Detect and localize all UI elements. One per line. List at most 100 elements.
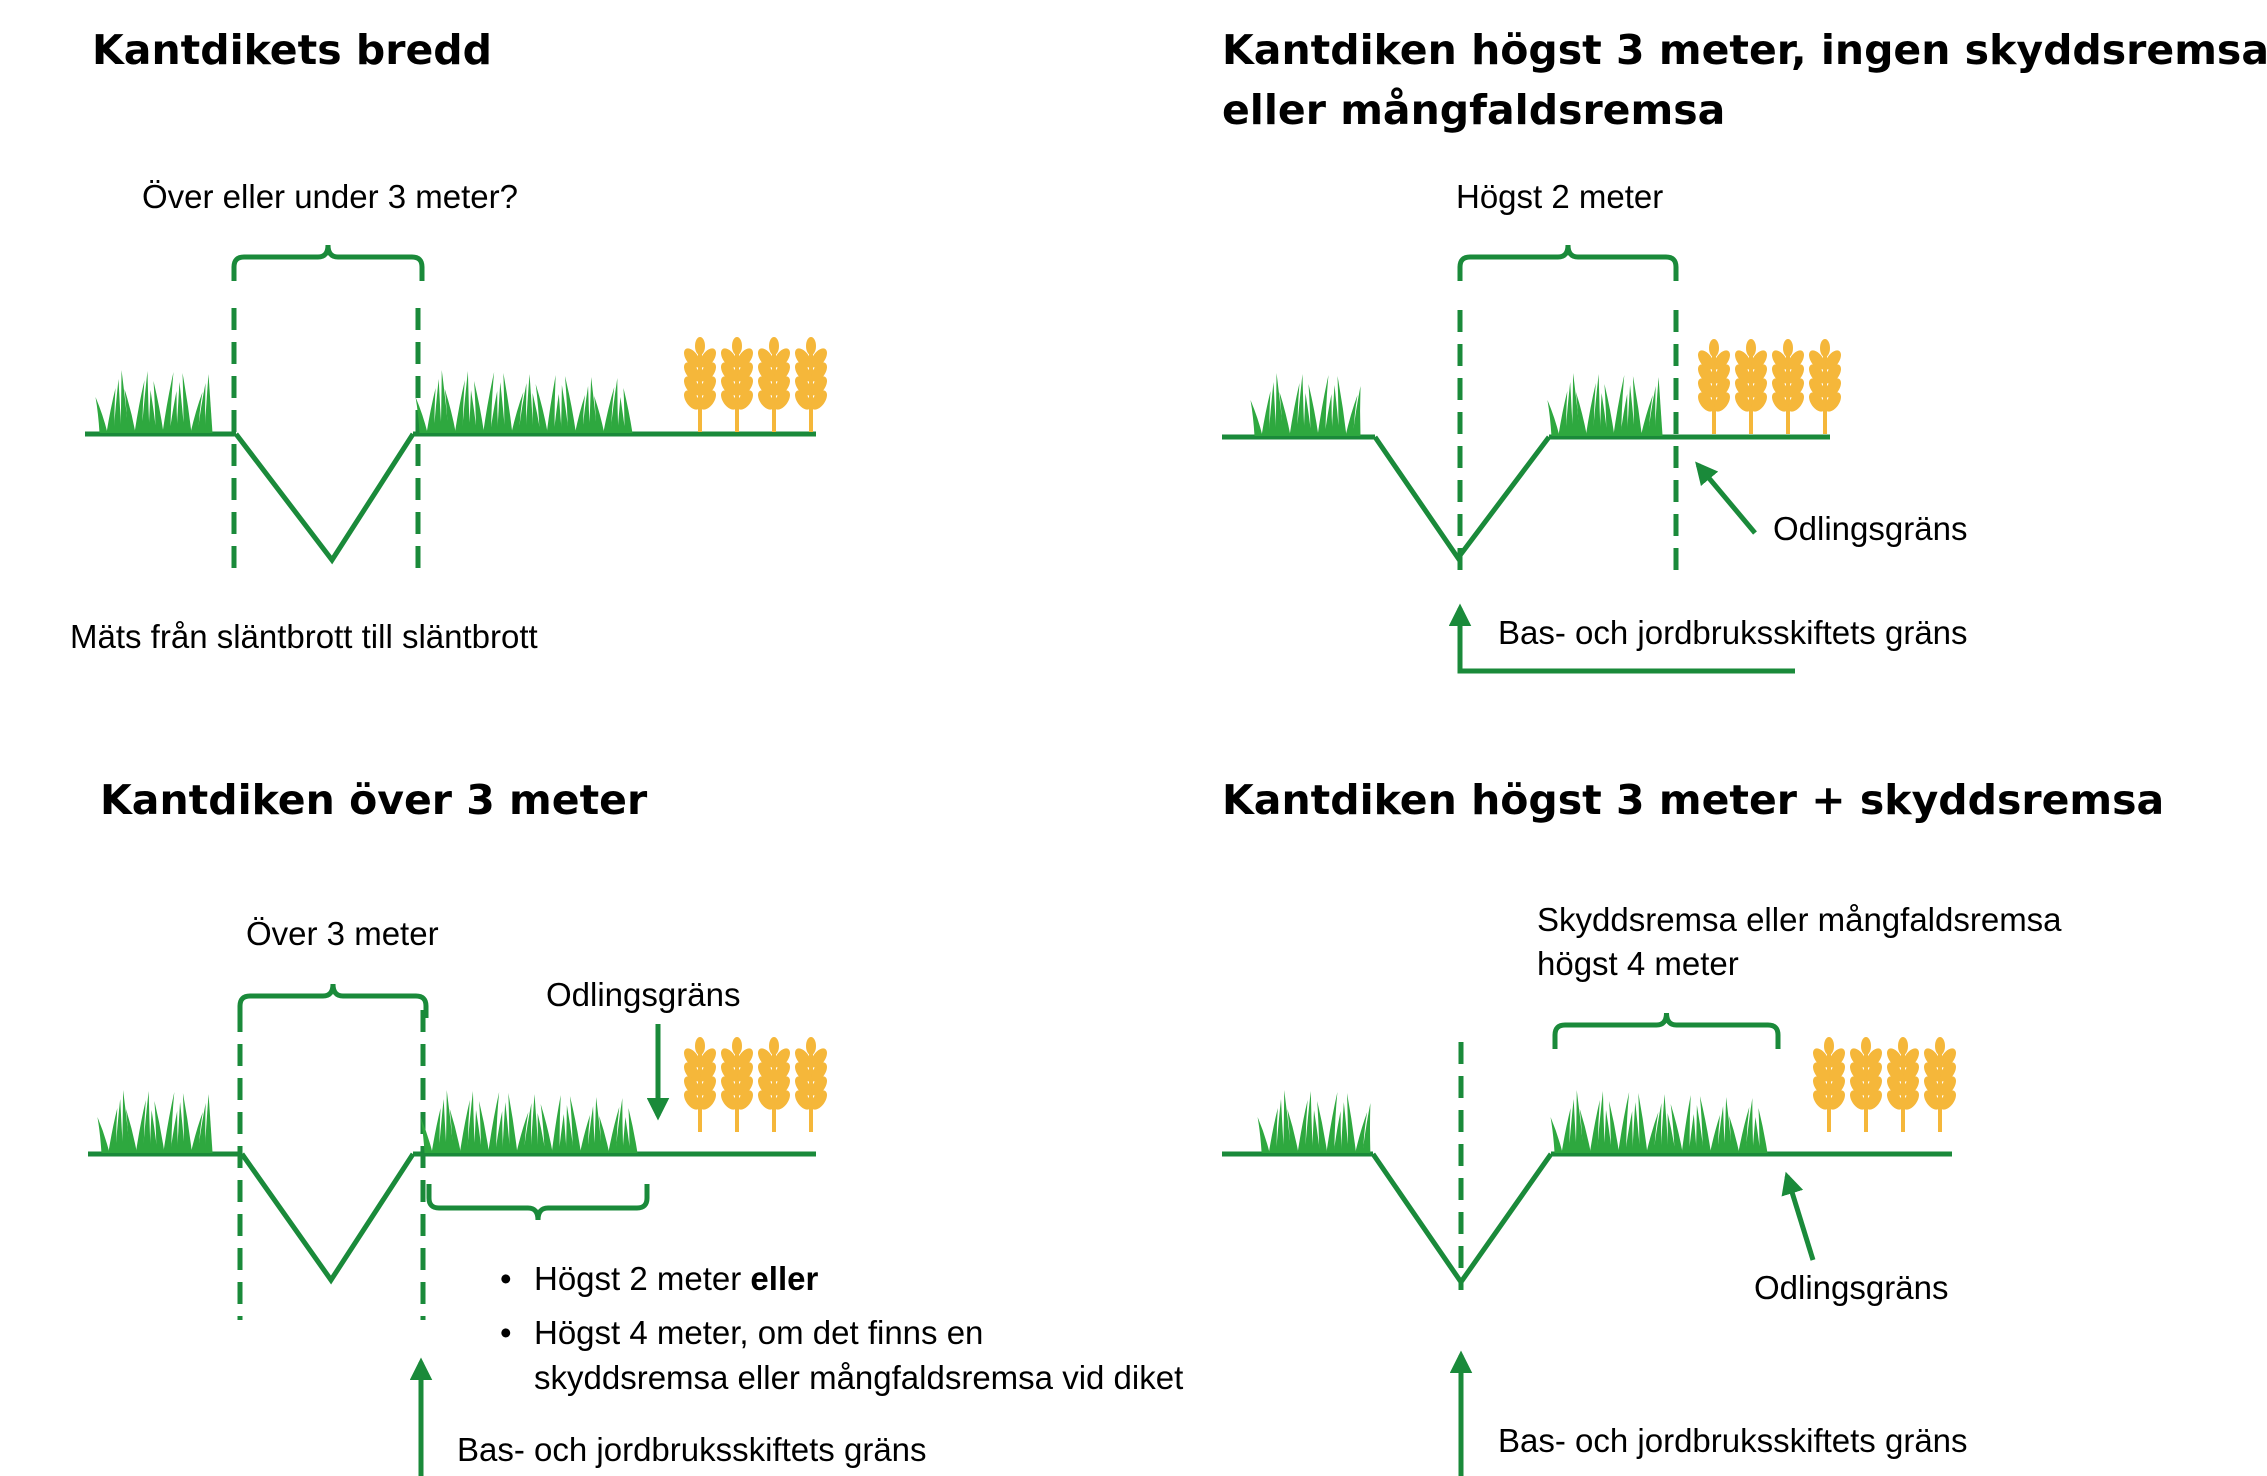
- tl-grass-right-blade: [575, 395, 585, 433]
- br-grain-stalk-kernel: [1850, 1090, 1866, 1110]
- br-grain-stalk: [1813, 1037, 1845, 1132]
- br-grass-left-blade: [1283, 1090, 1292, 1153]
- bl-grass-right-blade: [587, 1106, 596, 1153]
- tr-grass-left-blade: [1337, 376, 1347, 436]
- tl-grain-stalk: [684, 337, 716, 432]
- br-grain-stalk-kernel: [1903, 1090, 1919, 1110]
- tr-grain-stalk-kernel: [1735, 378, 1751, 398]
- br-grain-stalk-kernel: [1903, 1048, 1919, 1068]
- tl-grass-left: [95, 370, 213, 433]
- bl-grain-stalk-kernel: [721, 1090, 737, 1110]
- label-hogst-2m: Högst 2 meter: [1456, 178, 1663, 215]
- tl-grain-stalk-tip: [695, 337, 705, 355]
- bullet-text-2-line1: Högst 4 meter, om det finns en: [534, 1314, 983, 1351]
- tr-grass-right: [1547, 373, 1663, 436]
- tl-grass-right-blade: [503, 373, 513, 433]
- tl-grass-right-blade: [454, 380, 465, 433]
- tl-grass-right-blade: [603, 387, 615, 433]
- bl-grass-left-blade: [142, 1091, 151, 1153]
- bl-grass-right-blade: [551, 1095, 561, 1153]
- tl-grain-stalk-kernel: [758, 376, 774, 396]
- tr-grain-stalk-tip: [1783, 339, 1793, 357]
- tl-grass-left-blade: [153, 381, 164, 433]
- tl-grass-right-blade: [511, 392, 524, 433]
- tl-grain-stalk-kernel: [774, 348, 790, 368]
- tr-grain-stalk-kernel: [1714, 364, 1730, 384]
- br-grass-left-blade: [1257, 1117, 1270, 1153]
- br-grass-right-blade: [1568, 1099, 1577, 1153]
- tl-grass-left-blade: [182, 373, 192, 433]
- bl-buffer-brace: [426, 1184, 650, 1221]
- tl-grain-stalk-kernel: [737, 362, 753, 382]
- tl-grain-stalk-tip: [769, 337, 779, 355]
- tr-grain-stalk-kernel: [1751, 392, 1767, 412]
- tl-grain-stalk-kernel: [758, 390, 774, 410]
- tl-grass-right-blade: [444, 389, 456, 433]
- bl-grain-stalk-kernel: [684, 1076, 700, 1096]
- tl-grass-left-blade: [113, 379, 122, 433]
- tr-grass-right-blade: [1620, 394, 1629, 436]
- bl-grain-stalk-kernel: [811, 1090, 827, 1110]
- bl-grass-left-blade: [197, 1103, 206, 1153]
- label-strip-line2: högst 4 meter: [1537, 945, 1739, 982]
- tl-grass-left-blade: [141, 371, 150, 433]
- bl-grass-right-blade: [523, 1103, 532, 1153]
- br-grass-right-blade: [1589, 1100, 1600, 1153]
- tr-grass-right-blade: [1592, 374, 1601, 436]
- br-grain-stalk-tip: [1861, 1037, 1871, 1055]
- bl-grain-stalk-kernel: [684, 1062, 700, 1082]
- bl-grass-left-blade: [190, 1112, 203, 1153]
- bl-grass-right-blade: [615, 1098, 624, 1153]
- bullet-dot-2: •: [500, 1314, 512, 1351]
- tl-grain-stalk: [758, 337, 790, 432]
- tl-grass-right-blade: [497, 382, 506, 433]
- bl-grass-right-blade: [431, 1108, 441, 1153]
- br-grass-left-blade: [1355, 1112, 1368, 1153]
- br-grass-left-blade: [1297, 1100, 1308, 1153]
- tr-grain-stalk-kernel: [1788, 350, 1804, 370]
- bl-grain-stalk-kernel: [737, 1048, 753, 1068]
- tr-grass-right-blade: [1547, 400, 1560, 436]
- label-measure-note: Mäts från släntbrott till släntbrott: [70, 618, 538, 655]
- br-grass-right-blade: [1670, 1104, 1683, 1153]
- br-grain-stalk-kernel: [1903, 1062, 1919, 1082]
- br-grass-right: [1550, 1090, 1768, 1153]
- tr-grass-right-blade: [1565, 382, 1574, 436]
- tl-width-brace: [231, 244, 425, 281]
- bl-grain-stalk-kernel: [758, 1048, 774, 1068]
- br-grass-right-blade: [1695, 1105, 1704, 1153]
- bl-grass-left-blade: [204, 1094, 213, 1153]
- bl-grass-right-blade: [569, 1096, 581, 1153]
- tl-grass-right-blade: [560, 385, 569, 433]
- br-grain-stalk-kernel: [1813, 1062, 1829, 1082]
- bl-grass-right-blade: [608, 1107, 620, 1153]
- tl-grass-right-blade: [483, 372, 495, 433]
- tl-grain-stalk-kernel: [758, 348, 774, 368]
- label-odlingsgrans-tr: Odlingsgräns: [1773, 510, 1967, 547]
- bl-grain-stalk-kernel: [721, 1076, 737, 1096]
- bl-grain-stalk-kernel: [737, 1076, 753, 1096]
- tr-grain-stalk-kernel: [1809, 364, 1825, 384]
- tl-grain-stalk-kernel: [795, 348, 811, 368]
- bl-grass-right-blade: [420, 1117, 433, 1153]
- br-grain-stalk-kernel: [1829, 1076, 1845, 1096]
- tr-arrow-cultivation: [1695, 461, 1757, 535]
- tr-grain-stalk-kernel: [1788, 378, 1804, 398]
- tl-grain-stalk-kernel: [811, 362, 827, 382]
- bl-grass-right-blade: [508, 1093, 518, 1153]
- br-grass-left-blade: [1347, 1093, 1356, 1153]
- title-kantdikets-bredd: Kantdikets bredd: [92, 26, 492, 74]
- br-grain-stalk: [1850, 1037, 1882, 1132]
- bl-grass-left-blade: [122, 1090, 131, 1153]
- bl-grain-stalk: [721, 1037, 753, 1132]
- br-grass-left-blade: [1287, 1109, 1299, 1153]
- tr-grain-stalk: [1809, 339, 1841, 434]
- br-grass-right-blade: [1579, 1109, 1591, 1153]
- tl-grass-right-blade: [490, 391, 499, 433]
- bl-grain-stalk-tip: [769, 1037, 779, 1055]
- tr-grain-stalk-kernel: [1751, 378, 1767, 398]
- tl-grain-stalk-kernel: [721, 390, 737, 410]
- br-grain-stalk-kernel: [1887, 1062, 1903, 1082]
- bl-grass-right-blade: [622, 1117, 631, 1153]
- br-arrow-cultivation: [1781, 1171, 1816, 1261]
